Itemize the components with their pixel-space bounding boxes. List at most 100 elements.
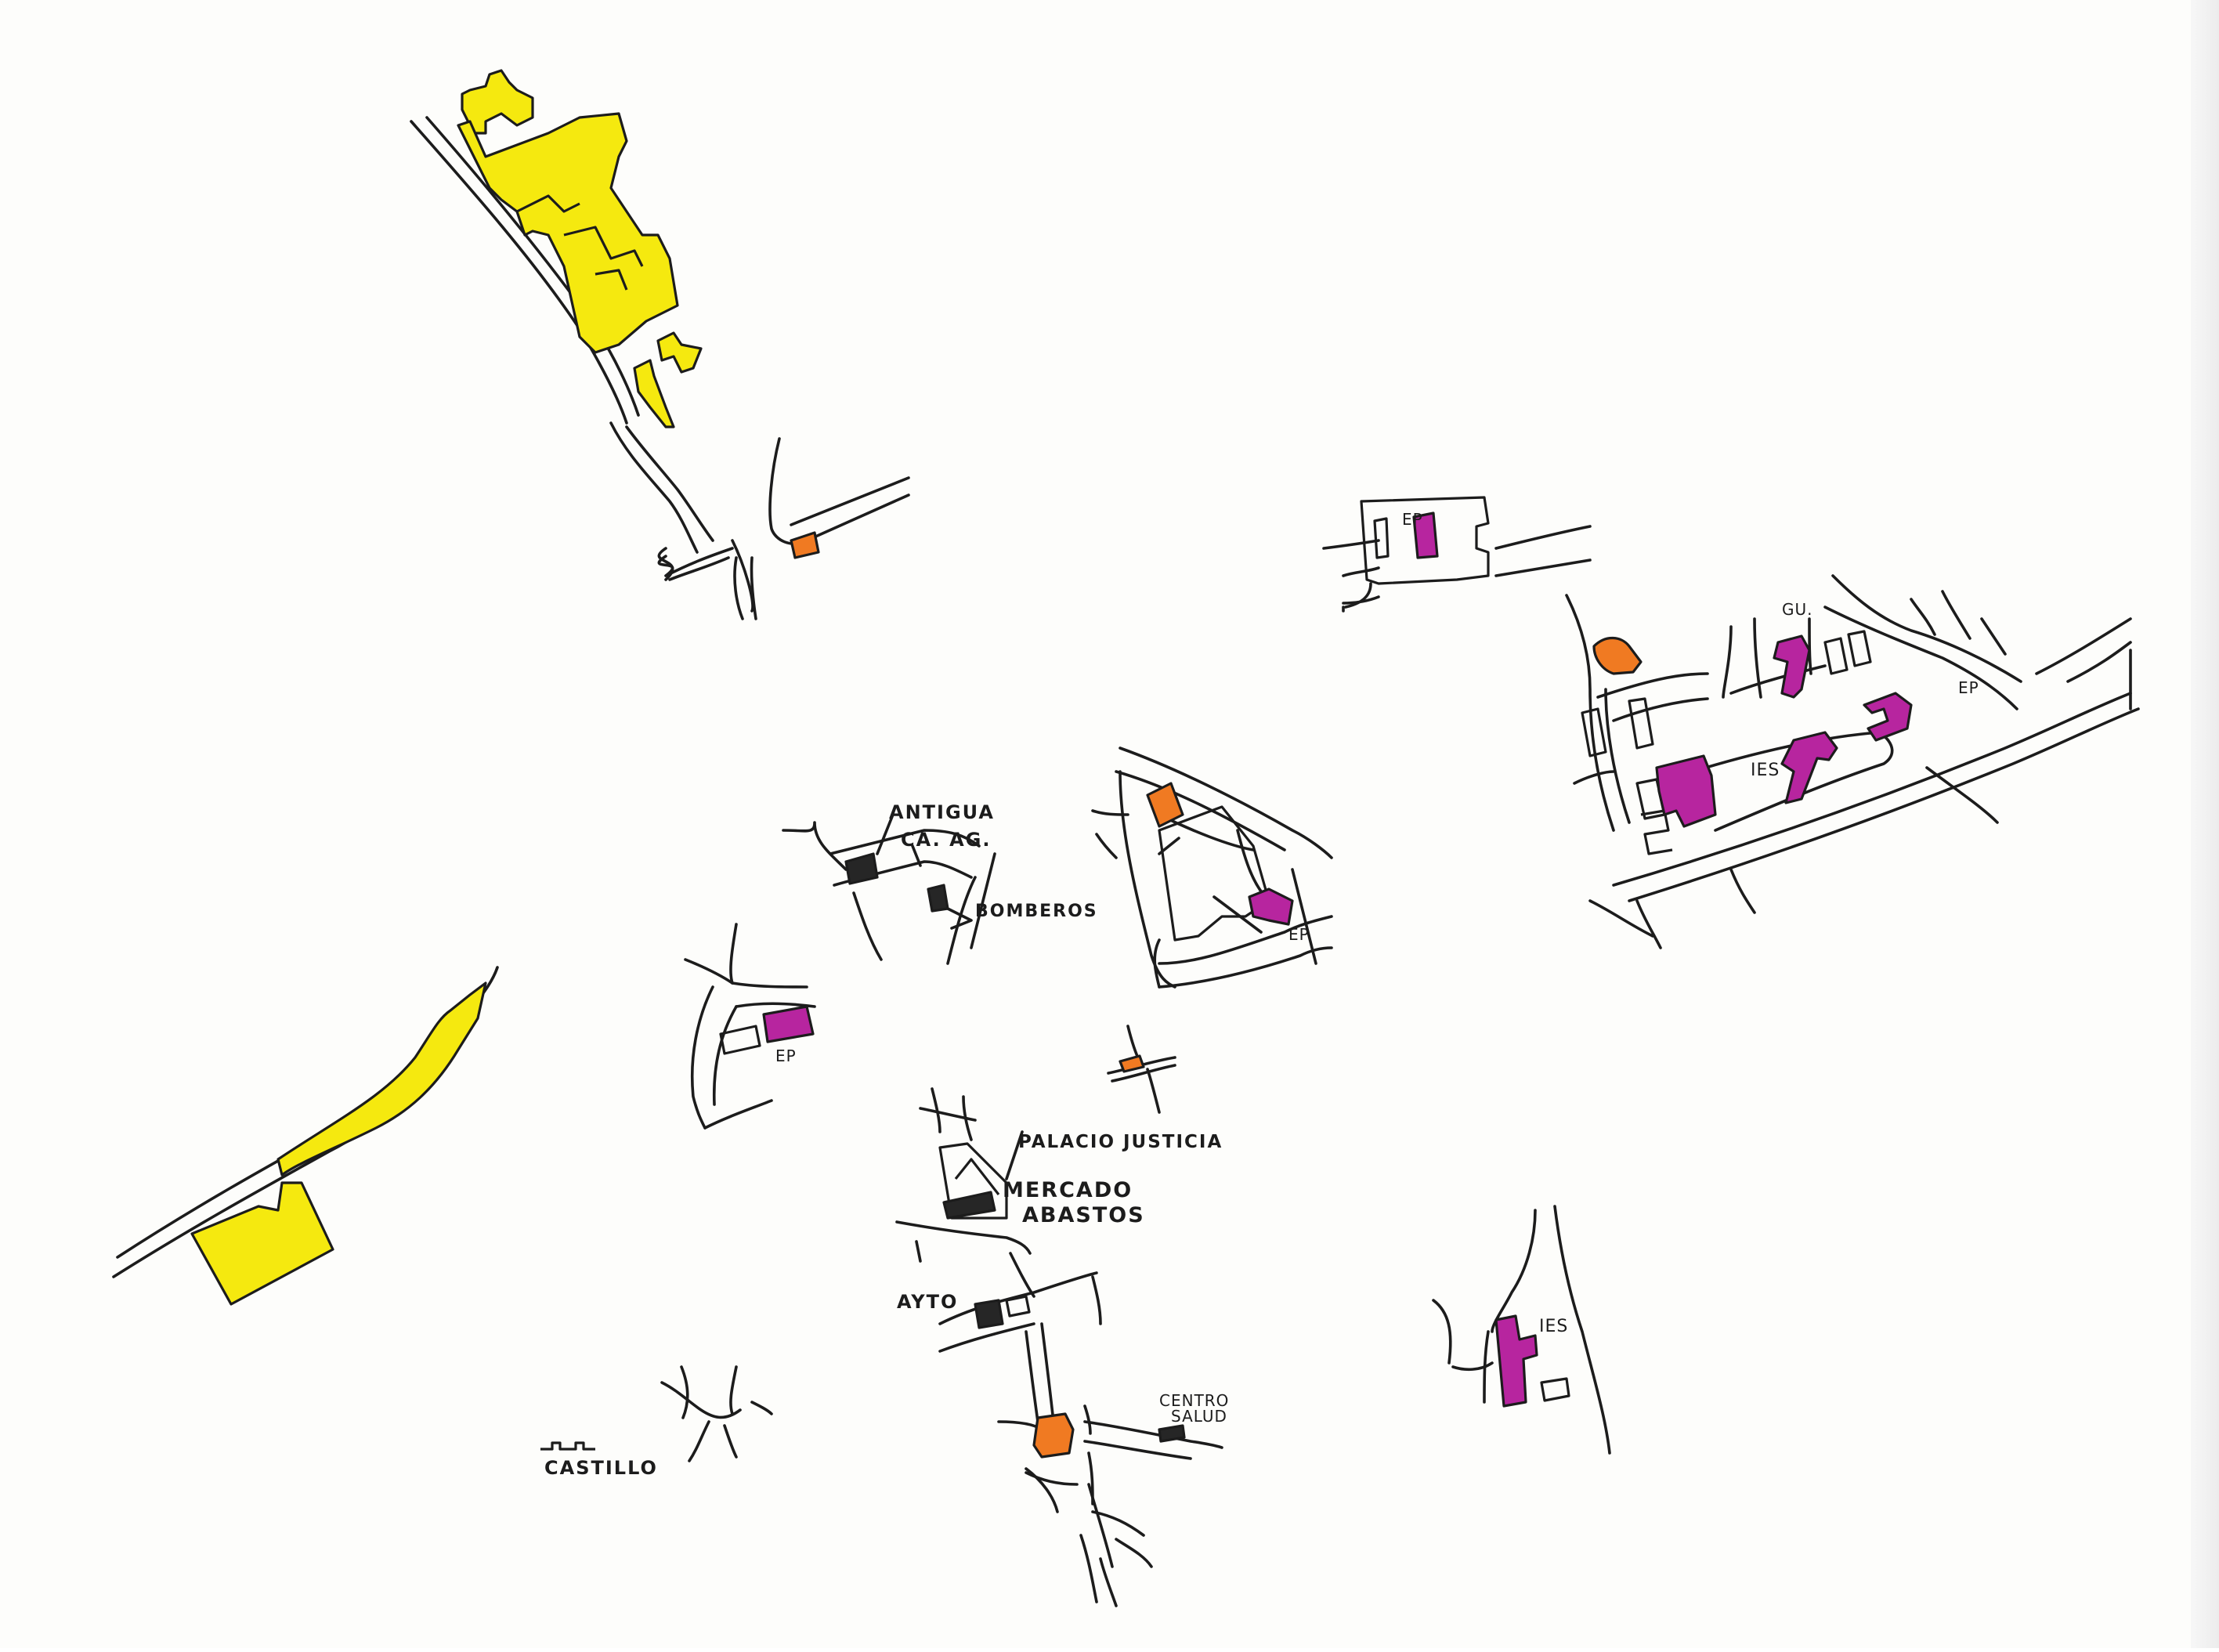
castillo-area: CASTILLO [540,1365,773,1479]
nw-road-south-b [625,425,714,542]
east-far-road-b [2066,641,2132,683]
wep-road-f [735,1002,816,1008]
salud-road-c [1083,1440,1192,1460]
ca-ag-label: CA. AG. [901,829,992,851]
east-inner-road-b [1612,697,1709,722]
wep-road-e [703,1099,773,1130]
bomberos-building [927,884,949,913]
antigua-pointer [876,813,894,855]
castillo-road-b [680,1365,689,1419]
ce-road-j [1158,946,1333,989]
south-road-b [1087,1483,1114,1568]
nw-south-road [733,556,744,620]
ayto-building [974,1299,1004,1329]
east-ring-road-a [1565,594,1615,832]
ep-north-site [1360,496,1490,585]
nw-road-outer [410,120,628,425]
orange-plot-ce [1146,782,1184,828]
east-top-road-b [1823,605,2018,710]
east-main-road-a [1612,692,2132,887]
ep-east-building [1863,692,1913,742]
castillo-road-e [723,1424,738,1459]
castillo-label: CASTILLO [544,1457,658,1479]
east-upper-road-a [1722,625,1733,699]
ayto-road-b [938,1322,1035,1353]
ayto-road-e [1091,1275,1102,1325]
gu-building [1773,634,1811,699]
antigua-road-g [911,844,922,867]
nw-junction-road-b [768,437,808,545]
cc-road-d [895,1220,1032,1255]
salud-road-f [1025,1467,1059,1513]
ce-road-b [1115,770,1286,851]
ce-road-m [1158,837,1180,855]
east-inner-road-a [1596,672,1709,699]
ce-road-h [1291,868,1317,965]
ce-road-c [1119,770,1176,989]
ies-south-outline [1540,1377,1570,1402]
mercado-label: MERCADO [1003,1178,1133,1202]
south-road-e [1079,1534,1098,1603]
south-road-d [1099,1557,1118,1607]
seies-road-c [1432,1299,1452,1365]
scc-road-d [1146,1068,1161,1114]
wep-road-b [729,923,738,985]
east-upper-road-b [1753,617,1762,699]
antigua-road-e [946,876,977,965]
bomberos-pointer [946,907,973,930]
nw-junction-road-a [731,539,754,613]
ce-road-i [1158,915,1333,965]
seies-road-e [1483,1330,1490,1404]
yellow-block-inner-lines [516,194,644,291]
centro-label: CENTRO [1159,1391,1229,1410]
mercado-building [942,1191,996,1220]
castle-icon [540,1441,595,1451]
seies-road-b [1553,1205,1611,1455]
ayto-road-a [938,1271,1098,1325]
central-east-block: EP [1091,746,1333,989]
salud-road-b [1083,1420,1223,1449]
ep-north-road-a [1322,539,1380,550]
ep-west-label: EP [775,1047,797,1065]
ies-south-building [1494,1314,1538,1408]
wep-road-c [690,985,714,1130]
ayto-label: AYTO [897,1291,958,1313]
ep-east-label: EP [1958,678,1979,697]
yellow-block-1 [461,69,534,135]
orange-plot-centre [1119,1054,1145,1073]
ce-road-e [1095,833,1118,859]
ep-north-left-building [1373,517,1390,559]
south-road-f [1115,1538,1153,1568]
nw-west-road [657,547,734,577]
ep-north-south-road [1344,582,1372,609]
castillo-road-f [750,1401,773,1415]
orange-plot-salud [1032,1412,1075,1459]
ep-north-road-d [1494,558,1592,577]
scc-road-c [1111,1064,1176,1083]
seies-road-a [1491,1209,1537,1333]
wep-road-a [684,958,808,989]
yellow-block-strip [633,359,675,428]
ep-mid-label: EP [1288,925,1310,944]
castillo-road-c [729,1365,738,1415]
bomberos-label: BOMBEROS [975,902,1098,921]
seies-road-d [1451,1361,1494,1372]
salud-road-d [1083,1404,1092,1435]
antigua-road-a [782,821,847,871]
nw-left-road [668,556,730,581]
ayto-road-c [1040,1322,1055,1423]
ies-south-label: IES [1539,1317,1568,1336]
central-north-block: ANTIGUA CA. AG. BOMBEROS [782,801,1098,965]
south-road-a [1025,1471,1079,1486]
orange-plot-nw [790,531,820,559]
centro-salud-building [1158,1424,1186,1443]
east-ring-road-b [1604,688,1631,824]
gu-label: GU. [1782,600,1813,619]
nw-industrial-zone [410,69,910,620]
civic-core: PALACIO JUSTICIA MERCADO ABASTOS AYTO CE… [895,1087,1229,1607]
cc-triangle-inner [954,1158,1000,1195]
east-road-from-gu [1729,664,1827,695]
wep-outline-building [719,1025,761,1055]
